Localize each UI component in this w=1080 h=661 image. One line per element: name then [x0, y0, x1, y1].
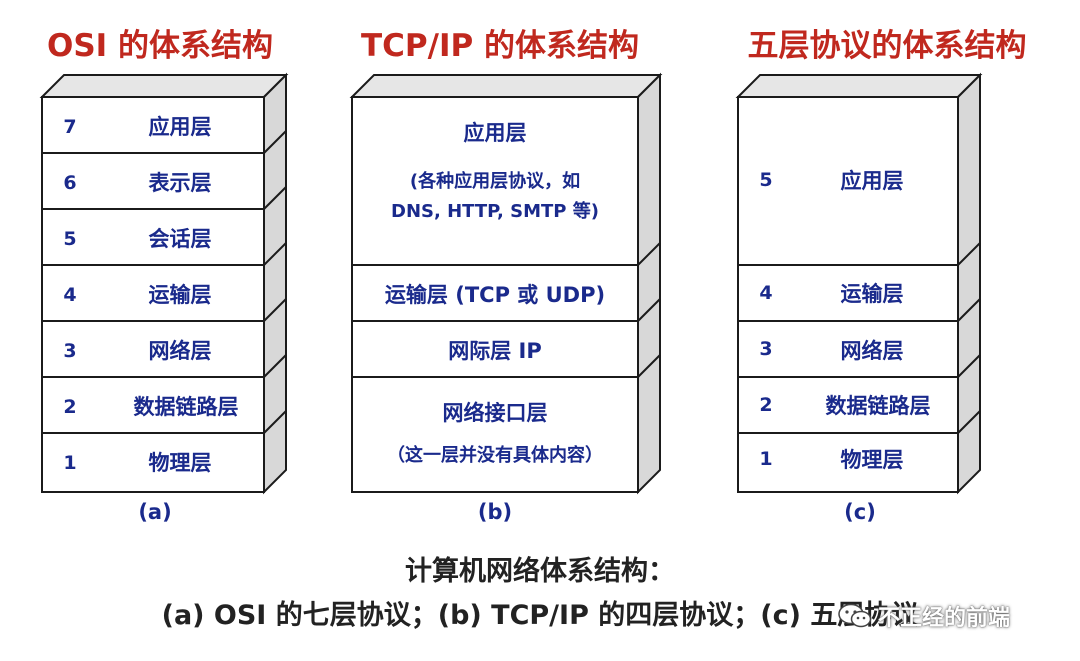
osi-layer-4-num: 4: [63, 284, 76, 306]
tcpip-link-note: （这一层并没有具体内容）: [387, 444, 603, 466]
osi-layer-2-num: 2: [63, 396, 76, 418]
osi-layer-4-name: 运输层: [149, 283, 212, 307]
osi-layer-1-num: 1: [63, 452, 76, 474]
tcpip-side-face: [637, 72, 661, 495]
watermark: 不正经的前端: [838, 596, 1070, 636]
tcpip-transport-name: 运输层 (TCP 或 UDP): [385, 283, 605, 307]
tcpip-side-divider: [637, 298, 661, 322]
title-osi: OSI 的体系结构: [46, 28, 273, 64]
osi-side-divider: [263, 186, 287, 210]
watermark-text: 不正经的前端: [878, 606, 1011, 631]
five-side-divider: [957, 242, 981, 266]
five-front-face: [737, 96, 959, 493]
osi-layer-5-num: 5: [63, 228, 76, 250]
tcpip-application-name: 应用层: [464, 121, 527, 145]
label-c: (c): [844, 500, 876, 524]
stack-osi: 7 应用层 6 表示层 5 会话层 4 运输层 3 网络层 2 数据链路层 1 …: [39, 72, 289, 495]
osi-layer-2-name: 数据链路层: [134, 395, 239, 419]
tcpip-application-note-2: DNS, HTTP, SMTP 等): [391, 200, 599, 222]
five-layer-4-name: 运输层: [841, 282, 904, 306]
osi-layer-3-name: 网络层: [149, 339, 212, 363]
osi-layer-1-name: 物理层: [149, 451, 212, 475]
tcpip-front-face: [351, 96, 639, 493]
five-side-divider: [957, 298, 981, 322]
osi-side-divider: [263, 410, 287, 434]
osi-side-divider: [263, 242, 287, 266]
osi-side-divider: [263, 130, 287, 154]
stack-tcpip: 应用层 (各种应用层协议，如 DNS, HTTP, SMTP 等) 运输层 (T…: [349, 72, 663, 495]
five-side-divider: [957, 354, 981, 378]
osi-layer-7-name: 应用层: [149, 115, 212, 139]
stack-five-layer: 5 应用层 4 运输层 3 网络层 2 数据链路层 1 物理层: [735, 72, 983, 495]
five-layer-2-name: 数据链路层: [826, 394, 931, 418]
osi-layer-3-num: 3: [63, 340, 76, 362]
five-layer-2-num: 2: [759, 394, 772, 416]
five-layer-5-name: 应用层: [841, 169, 904, 193]
title-five-layer: 五层协议的体系结构: [747, 28, 1027, 64]
five-layer-3-name: 网络层: [841, 339, 904, 363]
osi-side-divider: [263, 354, 287, 378]
label-a: (a): [138, 500, 172, 524]
tcpip-top-face: [349, 74, 663, 98]
osi-side-divider: [263, 298, 287, 322]
wechat-icon: [838, 603, 872, 628]
five-layer-1-name: 物理层: [841, 448, 904, 472]
five-top-face: [735, 74, 983, 98]
tcpip-application-note-1: (各种应用层协议，如: [410, 170, 580, 192]
osi-layer-6-num: 6: [63, 172, 76, 194]
five-layer-5-num: 5: [759, 169, 772, 191]
osi-layer-6-name: 表示层: [149, 171, 212, 195]
figure-caption-line1: 计算机网络体系结构：: [405, 556, 675, 587]
five-side-divider: [957, 410, 981, 434]
osi-top-face: [39, 74, 289, 98]
tcpip-side-divider: [637, 242, 661, 266]
five-layer-4-num: 4: [759, 282, 772, 304]
title-tcpip: TCP/IP 的体系结构: [361, 28, 639, 64]
osi-layer-7-num: 7: [63, 116, 76, 138]
osi-front-face: [41, 96, 265, 493]
figure-caption-line2: (a) OSI 的七层协议；(b) TCP/IP 的四层协议；(c) 五层协议: [161, 600, 919, 631]
label-b: (b): [477, 500, 513, 524]
tcpip-link-name: 网络接口层: [443, 401, 548, 425]
tcpip-side-divider: [637, 354, 661, 378]
five-layer-3-num: 3: [759, 338, 772, 360]
osi-layer-5-name: 会话层: [149, 227, 212, 251]
tcpip-internet-name: 网际层 IP: [448, 339, 542, 363]
five-layer-1-num: 1: [759, 448, 772, 470]
